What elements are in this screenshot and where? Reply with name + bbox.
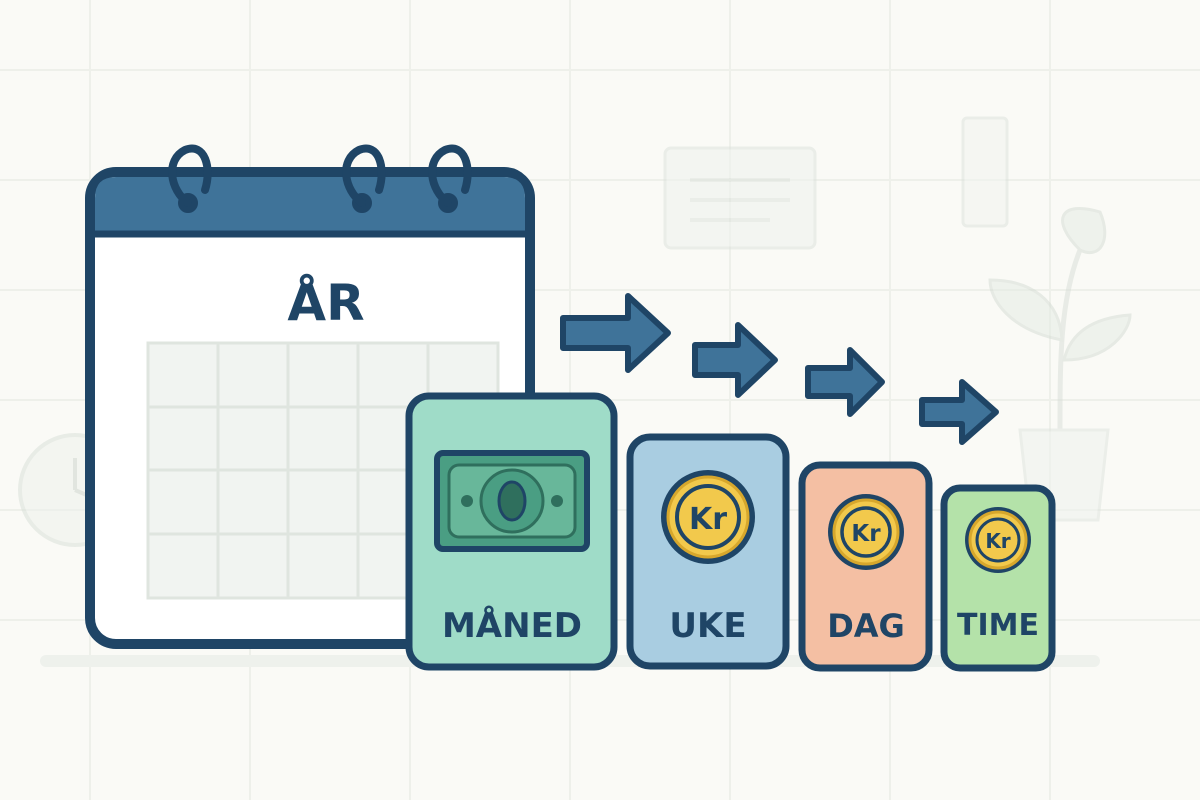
arrow-right-icon: [919, 379, 999, 445]
arrow-right-icon: [805, 347, 885, 417]
card-month-label: MÅNED: [442, 605, 582, 646]
card-week-label: UKE: [669, 606, 746, 646]
card-week: Kr UKE: [626, 433, 790, 670]
card-month: MÅNED: [405, 392, 618, 671]
wall-shelf-icon: [961, 116, 1009, 228]
calendar-label: ÅR: [287, 273, 364, 332]
arrow-right-icon: [560, 293, 671, 373]
card-day-label: DAG: [827, 607, 905, 645]
wall-frame-icon: [663, 146, 817, 250]
kr-coin-icon: Kr: [828, 494, 904, 570]
calendar-header: [95, 177, 525, 232]
coin-symbol: Kr: [689, 502, 727, 537]
card-day: Kr DAG: [798, 461, 933, 672]
banknote-icon: [434, 450, 590, 552]
calendar-rings: [168, 144, 472, 213]
card-hour-label: TIME: [957, 608, 1039, 643]
kr-coin-icon: Kr: [661, 470, 755, 564]
card-hour: Kr TIME: [940, 484, 1056, 672]
arrows: [560, 293, 999, 445]
coin-symbol: Kr: [851, 521, 881, 547]
coin-symbol: Kr: [985, 529, 1010, 553]
arrow-right-icon: [692, 322, 778, 398]
kr-coin-icon: Kr: [965, 507, 1031, 573]
